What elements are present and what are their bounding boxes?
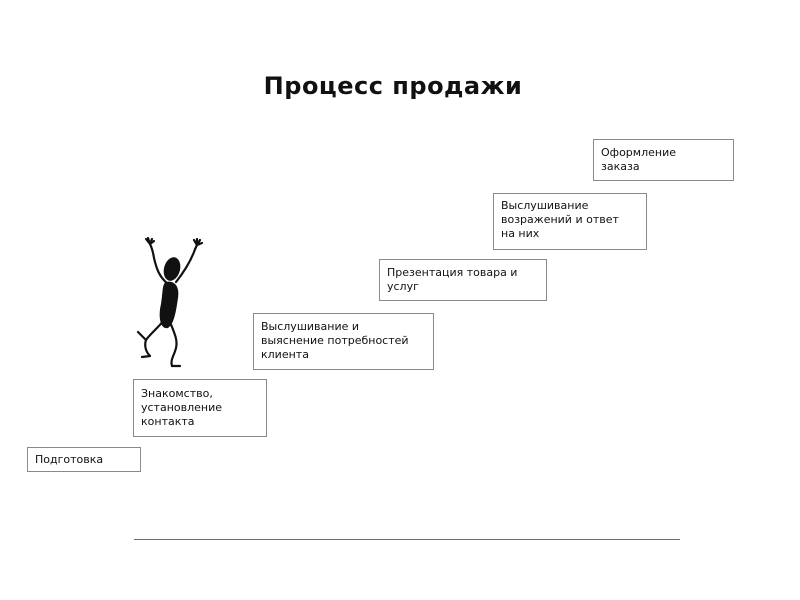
step-label: Выслушивание и выяснение потребностей кл… (261, 320, 409, 361)
step-label: Презентация товара и услуг (387, 266, 517, 293)
step-label: Оформление заказа (601, 146, 676, 173)
step-preparation: Подготовка (27, 447, 141, 472)
step-label: Выслушивание возражений и ответ на них (501, 199, 619, 240)
step-acquaintance: Знакомство, установление контакта (133, 379, 267, 437)
step-order: Оформление заказа (593, 139, 734, 181)
step-label: Знакомство, установление контакта (141, 387, 222, 428)
step-presentation: Презентация товара и услуг (379, 259, 547, 301)
step-needs: Выслушивание и выяснение потребностей кл… (253, 313, 434, 370)
page-title: Процесс продажи (0, 72, 786, 100)
step-objections: Выслушивание возражений и ответ на них (493, 193, 647, 250)
running-man-icon (128, 236, 208, 368)
bottom-divider (134, 539, 680, 540)
step-label: Подготовка (35, 453, 103, 466)
